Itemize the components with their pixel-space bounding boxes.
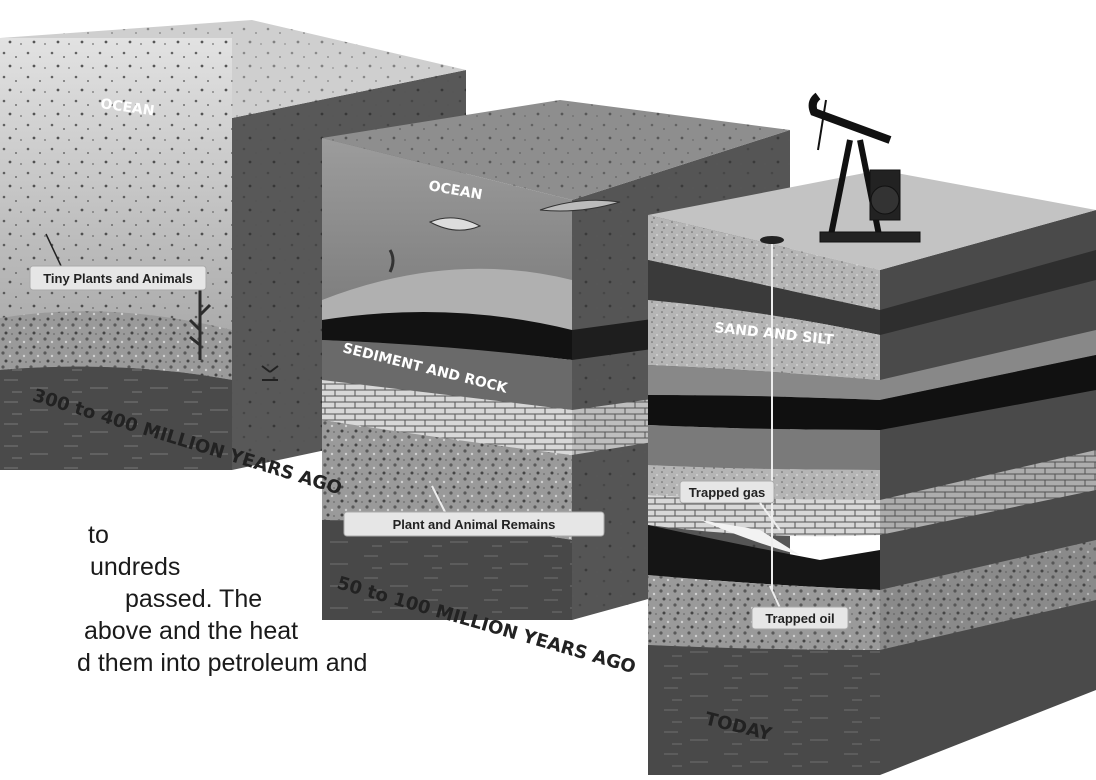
left-block	[0, 20, 466, 470]
trapped-oil-text: Trapped oil	[765, 611, 834, 626]
middle-callout-text: Plant and Animal Remains	[393, 517, 556, 532]
text-fragment-1: to	[88, 521, 109, 549]
trapped-gas-callout: Trapped gas	[679, 480, 781, 531]
text-fragment-2: undreds	[90, 553, 181, 581]
trapped-gas-text: Trapped gas	[689, 485, 766, 500]
left-callout-text: Tiny Plants and Animals	[43, 271, 193, 286]
text-fragment-4: above and the heat	[84, 617, 299, 645]
text-fragment-3: passed. The	[125, 585, 263, 613]
right-block	[648, 170, 1096, 775]
left-callout: Tiny Plants and Animals	[29, 233, 207, 291]
text-fragment-5: d them into petroleum and	[77, 649, 368, 677]
pump-jack-icon	[808, 92, 921, 243]
middle-callout: Plant and Animal Remains	[343, 485, 605, 537]
left-ocean-label: OCEAN	[99, 96, 155, 119]
trapped-oil-callout: Trapped oil	[751, 585, 849, 630]
